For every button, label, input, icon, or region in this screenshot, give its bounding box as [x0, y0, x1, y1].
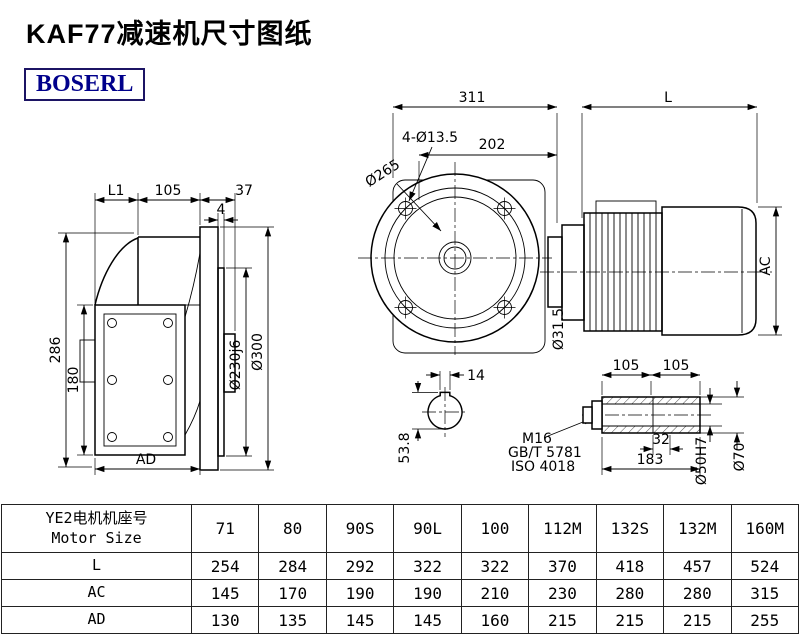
dim-183-label: 183 [637, 452, 664, 468]
table-cell: 322 [393, 552, 462, 580]
table-cell-size: 90L [393, 504, 462, 553]
dim-202-label: 202 [479, 137, 506, 153]
motor-size-header-en: Motor Size [51, 528, 142, 547]
table-cell: 210 [460, 579, 530, 607]
bolt-spec-iso: ISO 4018 [511, 459, 575, 475]
boserl-logo: BOSERL [24, 68, 146, 101]
table-cell: 130 [190, 606, 260, 634]
table-cell: 254 [190, 552, 260, 580]
table-cell-size: 100 [460, 504, 530, 553]
page-title: KAF77减速机尺寸图纸 [26, 19, 313, 49]
dim-32-label: 32 [652, 432, 670, 448]
table-cell: 145 [190, 579, 260, 607]
table-row-l: L 254 284 292 322 322 370 418 457 524 [1, 552, 799, 580]
table-cell: 280 [595, 579, 665, 607]
dim-105a-label: 105 [613, 358, 640, 374]
row-label: AC [1, 579, 192, 607]
row-label: L [1, 552, 192, 580]
dim-265-label: Ø265 [363, 157, 403, 191]
dim-ad-label: AD [136, 452, 156, 468]
table-cell-size: 160M [730, 504, 799, 553]
bolt-holes-callout: 4-Ø13.5 [402, 130, 458, 146]
table-cell: 190 [393, 579, 462, 607]
table-cell: 215 [595, 606, 665, 634]
dim-50h7-label: Ø50H7 [694, 437, 710, 485]
dim-315-label: Ø31.5 [551, 308, 567, 350]
dim-ac-label: AC [758, 256, 774, 275]
table-cell: 145 [325, 606, 395, 634]
table-cell: 280 [663, 579, 732, 607]
table-cell-size: 71 [190, 504, 260, 553]
bolt-spec-gb: GB/T 5781 [508, 445, 582, 461]
dim-286-label: 286 [48, 337, 64, 364]
dim-180-label: 180 [66, 367, 82, 394]
motor-size-header-zh: YE2电机机座号 [45, 509, 148, 527]
table-cell: 170 [258, 579, 327, 607]
dim-37-label: 37 [235, 183, 253, 199]
dim-105-label: 105 [155, 183, 182, 199]
gearbox-front-view: L1 105 37 4 286 180 AD Ø230j6 Ø300 [48, 183, 274, 475]
dim-311-label: 311 [459, 90, 486, 106]
table-cell-size: 112M [528, 504, 597, 553]
motor-dimension-table: YE2电机机座号 Motor Size 71 80 90S 90L 100 11… [1, 504, 799, 634]
table-cell: 524 [730, 552, 799, 580]
table-cell: 292 [325, 552, 395, 580]
table-cell-size: 90S [325, 504, 395, 553]
table-cell: 160 [460, 606, 530, 634]
hollow-shaft-side-view: 105 105 32 183 Ø50H7 Ø70 [582, 358, 748, 485]
dim-l-label: L [664, 90, 672, 106]
table-cell-size: 80 [258, 504, 327, 553]
dim-14-label: 14 [467, 368, 485, 384]
dim-230j6-label: Ø230j6 [228, 340, 244, 391]
flange-face-view: 311 L 4-Ø13.5 202 Ø265 Ø31.5 [358, 90, 758, 355]
table-cell: 215 [528, 606, 597, 634]
table-cell: 255 [730, 606, 799, 634]
dim-300-label: Ø300 [250, 333, 266, 371]
table-cell: 457 [663, 552, 732, 580]
dim-538-label: 53.8 [397, 432, 413, 463]
table-cell: 190 [325, 579, 395, 607]
row-label: AD [1, 606, 192, 634]
table-header-row: YE2电机机座号 Motor Size 71 80 90S 90L 100 11… [1, 504, 799, 553]
keyway-bore-section: 14 53.8 M16 GB/T 5781 ISO 4018 [397, 368, 594, 475]
table-cell: 135 [258, 606, 327, 634]
technical-drawing: L1 105 37 4 286 180 AD Ø230j6 Ø300 [48, 90, 782, 485]
table-row-ac: AC 145 170 190 190 210 230 280 280 315 [1, 579, 799, 607]
dim-l1-label: L1 [108, 183, 125, 199]
dim-70-label: Ø70 [732, 443, 748, 472]
table-cell-size: 132S [595, 504, 665, 553]
table-cell: 284 [258, 552, 327, 580]
motor-size-header: YE2电机机座号 Motor Size [1, 504, 192, 553]
table-cell: 145 [393, 606, 462, 634]
table-cell-size: 132M [663, 504, 732, 553]
motor-side-view: AC [540, 200, 782, 336]
table-cell: 322 [460, 552, 530, 580]
bolt-spec-m16: M16 [522, 431, 552, 447]
table-cell: 215 [663, 606, 732, 634]
table-row-ad: AD 130 135 145 145 160 215 215 215 255 [1, 606, 799, 634]
table-cell: 370 [528, 552, 597, 580]
dim-4-label: 4 [217, 202, 226, 218]
table-cell: 418 [595, 552, 665, 580]
table-cell: 315 [730, 579, 799, 607]
dim-105b-label: 105 [663, 358, 690, 374]
table-cell: 230 [528, 579, 597, 607]
